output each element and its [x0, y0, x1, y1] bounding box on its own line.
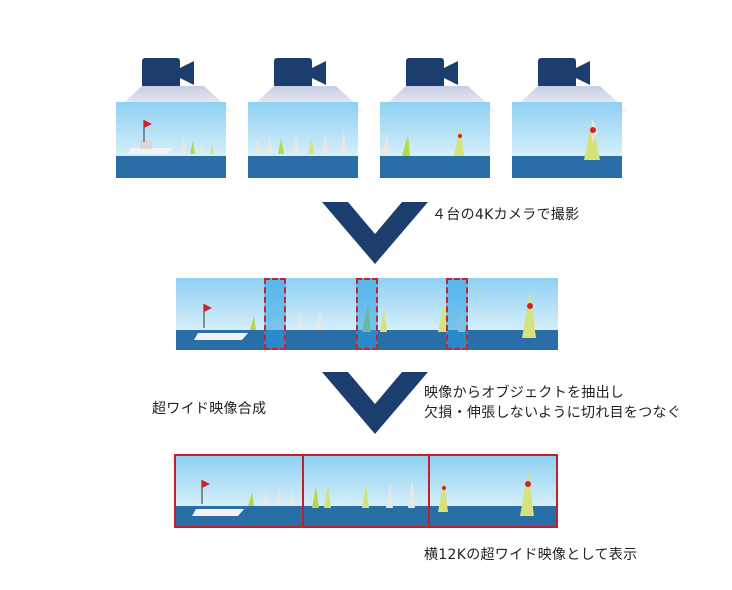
seam-line-1	[302, 456, 304, 526]
down-arrow-icon	[322, 202, 428, 264]
step2-right-caption-line1: 映像からオブジェクトを抽出し	[424, 385, 625, 401]
seam-line-2	[428, 456, 430, 526]
overlap-region-1	[264, 278, 286, 350]
step1-caption: ４台の4Kカメラで撮影	[432, 207, 580, 223]
video-camera-icon	[538, 58, 590, 88]
step3-caption: 横12Kの超ワイド映像として表示	[424, 547, 638, 563]
video-camera-icon	[406, 58, 458, 88]
video-camera-icon	[142, 58, 194, 88]
step2-left-caption: 超ワイド映像合成	[152, 401, 267, 417]
overlap-region-3	[446, 278, 468, 350]
video-camera-icon	[274, 58, 326, 88]
overlap-region-2	[356, 278, 378, 350]
down-arrow-icon	[322, 372, 428, 434]
camera-2-thumbnail	[248, 102, 358, 178]
stitched-panorama	[176, 278, 558, 350]
camera-3-thumbnail	[380, 102, 490, 178]
camera-1-thumbnail	[116, 102, 226, 178]
step2-right-caption-line2: 欠損・伸張しないように切れ目をつなぐ	[424, 405, 682, 421]
camera-4-thumbnail	[512, 102, 622, 178]
final-wide-image	[174, 454, 558, 528]
